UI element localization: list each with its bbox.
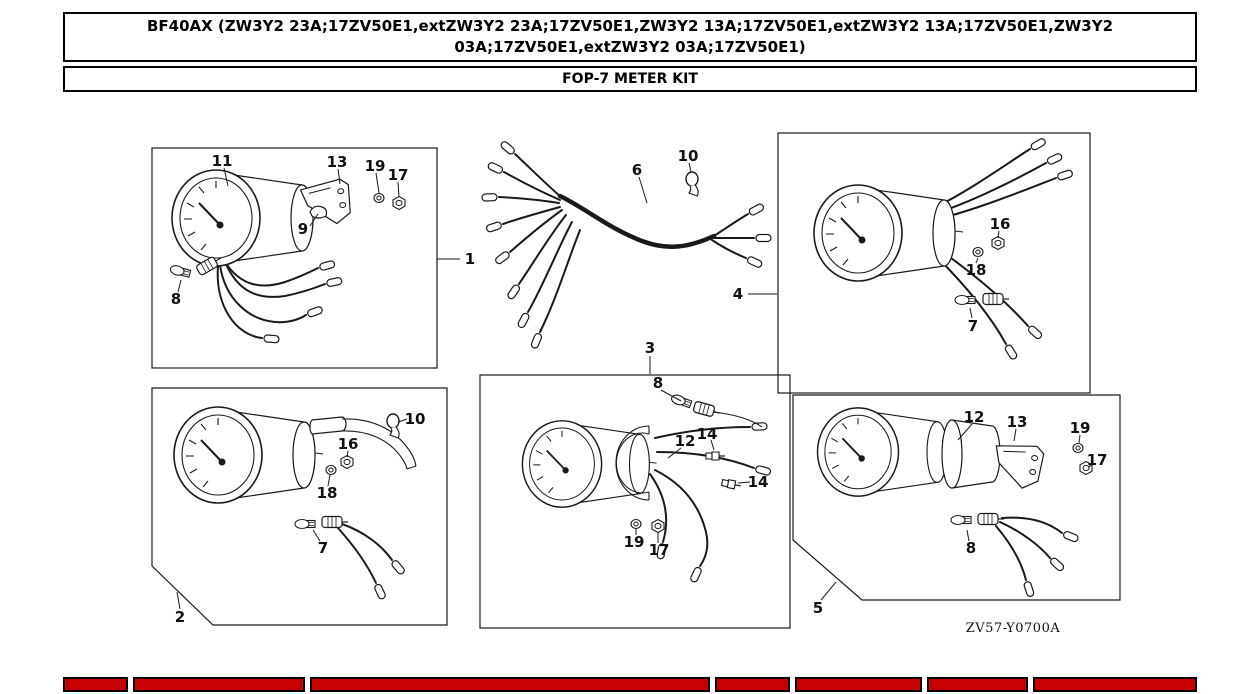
nav-segment-1[interactable] [63, 677, 128, 692]
part-callout-16: 16 [989, 215, 1011, 233]
panel-4 [748, 132, 1091, 394]
part-callout-19: 19 [1069, 419, 1091, 437]
part-callout-9: 9 [297, 220, 309, 238]
drawing-code: ZV57-Y0700A [965, 621, 1061, 636]
part-callout-8: 8 [170, 290, 182, 308]
panel-2 [151, 387, 448, 626]
panel-3 [479, 356, 791, 629]
part-callout-6: 6 [631, 161, 643, 179]
part-callout-14: 14 [696, 425, 718, 443]
nav-segment-6[interactable] [927, 677, 1028, 692]
nav-segment-5[interactable] [795, 677, 922, 692]
part-callout-18: 18 [316, 484, 338, 502]
part-callout-1: 1 [464, 250, 476, 268]
part-callout-12: 12 [674, 432, 696, 450]
part-callout-18: 18 [965, 261, 987, 279]
nav-segment-7[interactable] [1033, 677, 1197, 692]
model-title-box: BF40AX (ZW3Y2 23A;17ZV50E1,extZW3Y2 23A;… [63, 12, 1197, 62]
part-callout-8: 8 [652, 374, 664, 392]
section-title-box: FOP-7 METER KIT [63, 66, 1197, 92]
part-callout-12: 12 [963, 408, 985, 426]
part-callout-17: 17 [387, 166, 409, 184]
part-callout-10: 10 [404, 410, 426, 428]
part-callout-19: 19 [364, 157, 386, 175]
part-callout-8: 8 [965, 539, 977, 557]
part-callout-7: 7 [317, 539, 329, 557]
part-callout-5: 5 [812, 599, 824, 617]
part-callout-10: 10 [677, 147, 699, 165]
part-callout-16: 16 [337, 435, 359, 453]
harness [481, 139, 772, 350]
nav-segment-3[interactable] [310, 677, 710, 692]
part-callout-13: 13 [1006, 413, 1028, 431]
bottom-navbar [63, 677, 1197, 692]
part-callout-14: 14 [747, 473, 769, 491]
header: BF40AX (ZW3Y2 23A;17ZV50E1,extZW3Y2 23A;… [63, 12, 1197, 92]
section-title: FOP-7 METER KIT [562, 71, 698, 87]
part-callout-13: 13 [326, 153, 348, 171]
part-callout-19: 19 [623, 533, 645, 551]
panel-5 [792, 394, 1121, 601]
part-callout-11: 11 [211, 152, 233, 170]
part-callout-3: 3 [644, 339, 656, 357]
nav-segment-2[interactable] [133, 677, 305, 692]
part-callout-4: 4 [732, 285, 744, 303]
nav-segment-4[interactable] [715, 677, 790, 692]
part-callout-17: 17 [1086, 451, 1108, 469]
part-callout-17: 17 [648, 541, 670, 559]
panel-1 [151, 147, 460, 369]
part-callout-2: 2 [174, 608, 186, 626]
model-title: BF40AX (ZW3Y2 23A;17ZV50E1,extZW3Y2 23A;… [146, 17, 1114, 56]
part-callout-7: 7 [967, 317, 979, 335]
